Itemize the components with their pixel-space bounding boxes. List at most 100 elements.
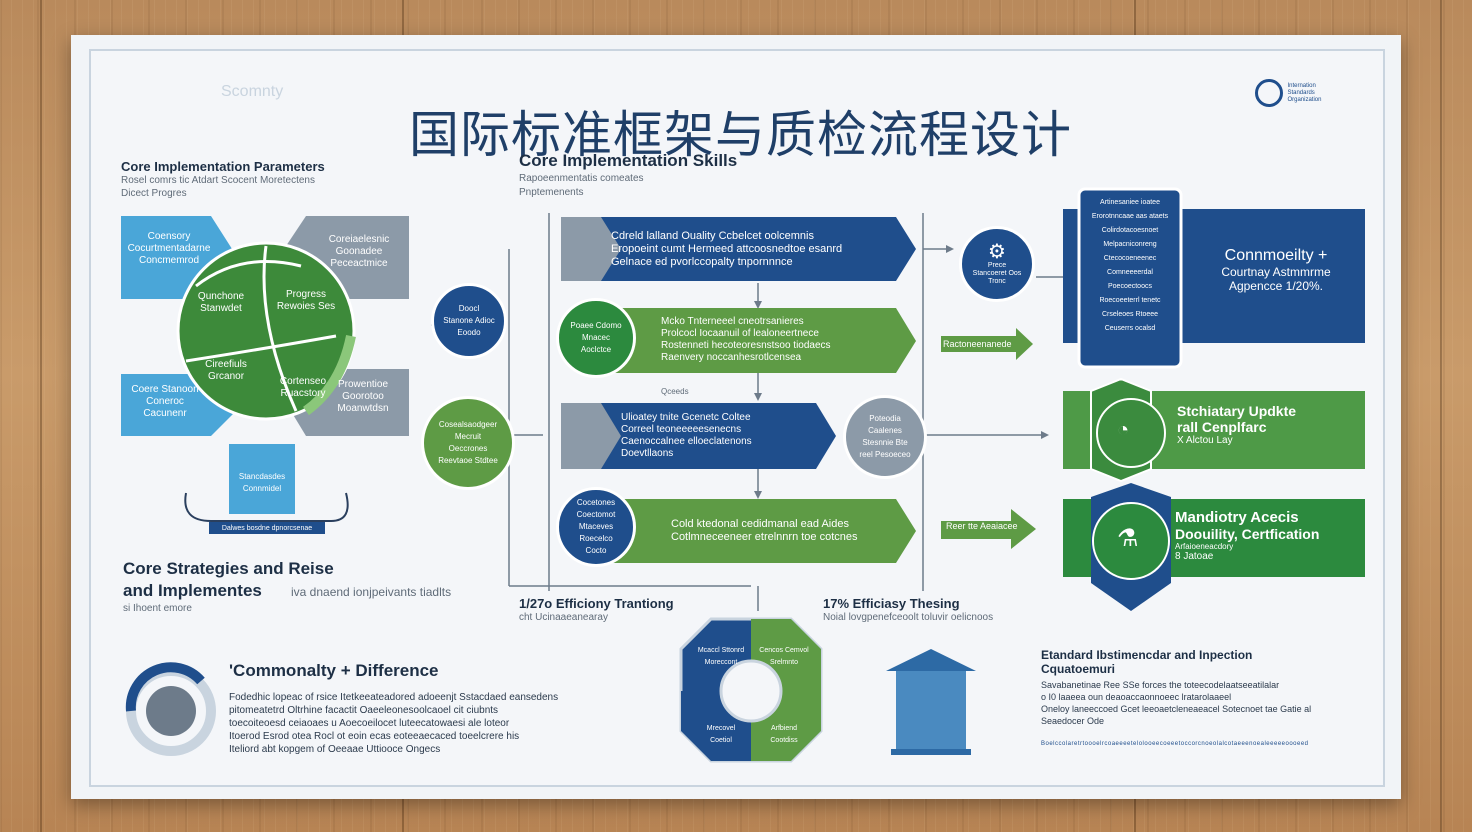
- hex-label-top-right: Coreiaelesnic Goonadee Peceactmice: [328, 234, 390, 269]
- efficiency-right: 17% Efficiasy Thesing: [823, 596, 960, 611]
- checklist-line: Roecoeeterrl tenetc: [1099, 297, 1161, 304]
- strategy-heading-2: and Implementes: [123, 581, 262, 600]
- org-logo: Internation Standards Organization: [1255, 79, 1321, 107]
- center-sub-1: Rapoeenmentatis comeates: [519, 173, 644, 184]
- gear-icon: ⚙: [988, 241, 1006, 263]
- body-line: pitomeatetrd Oltrhine facactit Oaeeleone…: [229, 705, 499, 716]
- tank-base-label: Dalwes bosdne dpnorcsenae: [221, 525, 313, 532]
- step-circle-label: Cosealsaodgeer Mecruit Oeccrones Reevtao…: [438, 420, 498, 465]
- body-line: Itoerod Esrod otea Rocl ot eoin ecas eot…: [229, 731, 520, 742]
- left-sub-1: Rosel comrs tic Atdart Scocent Moretecte…: [121, 175, 315, 186]
- body-line: Iteliord abt kopgem of Oeeaae Uttiooce O…: [229, 744, 441, 755]
- checklist-line: Artinesaniee ioatee: [1100, 199, 1160, 206]
- poster-frame: 国际标准框架与质检流程设计 Scomnty Internation Standa…: [89, 49, 1385, 787]
- page-title: 国际标准框架与质检流程设计: [409, 106, 1072, 164]
- cert-line-4: 8 Jatoae: [1175, 551, 1214, 562]
- checklist-line: Colirdotacoesnoet: [1101, 227, 1159, 234]
- octagon-label: Cencos Cemvol Srelmnto: [759, 647, 809, 666]
- body-line: Fodedhic lopeac of rsice Itetkeeateadore…: [229, 692, 559, 703]
- standard-footer: Boelccolaretrtoooelrcoaeeeetelolooeecoee…: [1041, 741, 1309, 747]
- logo-line: Organization: [1287, 96, 1322, 103]
- wheel-label: Progress Rewoies Ses: [276, 289, 336, 312]
- hex-label-bottom-left: Coere Stanoon Coneroc Cacunenr: [131, 384, 199, 419]
- wheel-label: Qunchone Stanwdet: [197, 291, 245, 314]
- left-sub-2: Dicect Progres: [121, 188, 187, 199]
- step-label-a: Qceeds: [661, 387, 689, 396]
- band-row-1: [561, 217, 916, 281]
- step-circle-1[interactable]: Doocl Stanone Adioc Eoodo: [431, 283, 507, 359]
- tank-icon: [229, 444, 295, 514]
- commonality-heading: 'Commonalty + Difference: [229, 661, 439, 680]
- strategy-heading: Core Strategies and Reise: [123, 559, 334, 578]
- commonality-line-2: Courtnay Astmmrme: [1221, 265, 1331, 279]
- process-wheel: [176, 241, 356, 421]
- band-row-3: [561, 403, 836, 469]
- row4-circle[interactable]: Cocetones Coectomot Mtaceves Roecelco Co…: [556, 487, 636, 567]
- cert-line-3: Arfaioeneacdory: [1175, 542, 1234, 551]
- step-circle-2[interactable]: Cosealsaodgeer Mecruit Oeccrones Reevtao…: [421, 396, 515, 490]
- certification-text: Mandiotry Acecis Doouility, Certfication…: [1175, 509, 1319, 562]
- octagon-label: Mcaccl Sttonrd Moreccont: [697, 647, 745, 666]
- row2-circle[interactable]: Poaee Cdomo Mnacec Aoclctce: [556, 298, 636, 378]
- cert-line-2: Doouility, Certfication: [1175, 526, 1320, 542]
- band-row-4: [591, 499, 916, 563]
- center-sub-2: Pnptemenents: [519, 187, 584, 198]
- checklist-line: Poecoectoocs: [1108, 283, 1152, 290]
- wheel-label: Cireefiuls Grcanor: [205, 359, 247, 382]
- checklist-line: Crseleoes Rtoeee: [1101, 311, 1159, 318]
- checklist-line: Ctecocoeneenec: [1103, 255, 1157, 262]
- green-arrow-2-label: Reer tte Aeaiacee: [946, 521, 1018, 531]
- commonality-body: Fodedhic lopeac of rsice Itetkeeateadore…: [229, 691, 558, 756]
- strategy-sub: iva dnaend ionjpeivants tiadlts: [291, 585, 452, 599]
- row1-text: Cdreld lalland Ouality Ccbelcet oolcemni…: [611, 229, 843, 268]
- step-circle-label: Cocetones Coectomot Mtaceves Roecelco Co…: [576, 498, 616, 555]
- step-circle-label: Doocl Stanone Adioc Eoodo: [443, 304, 495, 337]
- cert-line-1: Mandiotry Acecis: [1175, 509, 1299, 526]
- building-icon: [896, 671, 966, 749]
- poster-board: 国际标准框架与质检流程设计 Scomnty Internation Standa…: [71, 35, 1401, 799]
- band-row-2: [591, 308, 916, 373]
- green-arrow-label: Ractoneenanede: [943, 339, 1012, 349]
- center-heading: Core Implementation Skills: [519, 151, 738, 170]
- commonality-text: Connmoeilty + Courtnay Astmmrme Agpencce…: [1191, 247, 1361, 293]
- commonality-line-3: Agpencce 1/20%.: [1228, 279, 1324, 293]
- update-line-3: X Alctou Lay: [1177, 435, 1233, 446]
- certificate-icon: ⚗: [1117, 525, 1139, 552]
- green-arrow-1: [941, 328, 1033, 360]
- standard-heading-2: Cquatoemuri: [1041, 662, 1116, 676]
- step-circle-label: Poteodia Caalenes Stesnnie Bte reel Peso…: [859, 414, 911, 459]
- row4-text: Cold ktedonal cedidmanal ead Aides Cotlm…: [671, 518, 858, 543]
- green-arrow-2: [941, 509, 1036, 549]
- strategy-sub-2: si Ihoent emore: [123, 603, 192, 614]
- update-line-2: rall Cenplfarc: [1177, 419, 1267, 435]
- header-blur-text: Scomnty: [221, 83, 284, 100]
- step-circle-label: Poaee Cdomo Mnacec Aoclctce: [570, 321, 622, 354]
- update-text: Stchiatary Updkte rall Cenplfarc X Alcto…: [1177, 403, 1296, 446]
- octagon-label: Mrecovel Coetiol: [706, 725, 736, 744]
- standard-line: o I0 laaeea oun deaoaccaonnoeec lratarol…: [1041, 692, 1232, 702]
- checklist-line: Ceuserrs ocalsd: [1104, 325, 1156, 332]
- clock-icon: ◔: [1117, 419, 1130, 441]
- checklist-line: Melpacniconreng: [1103, 241, 1157, 248]
- row3-text: Ulioatey tnite Gcenetc Coltee Correel te…: [621, 412, 752, 459]
- update-line-1: Stchiatary Updkte: [1177, 403, 1297, 419]
- logo-line: Standards: [1287, 89, 1315, 96]
- row2-text: Mcko Tnterneeel cneotrsanieres Prolcocl …: [661, 316, 831, 363]
- standard-body: Savabanetinae Ree SSe forces the toteeco…: [1041, 679, 1311, 727]
- tank-label: Stancdasdes Connmidel: [238, 472, 286, 493]
- checklist-line: Erorotnncaae aas ataets: [1091, 213, 1169, 220]
- standard-line: Savabanetinae Ree SSe forces the toteeco…: [1041, 680, 1280, 690]
- standard-heading: Etandard Ibstimencdar and Inpection: [1041, 648, 1253, 662]
- wheel-label: Cortenseo Ruacstory: [279, 376, 327, 399]
- gear-circle[interactable]: ⚙ Prece Stancoeret Oos Tronc: [959, 226, 1035, 302]
- octagon-label: Arfbiend Cootdiss: [770, 725, 798, 744]
- commonality-line-1: Connmoeilty +: [1224, 247, 1328, 264]
- gear-label: Prece Stancoeret Oos Tronc: [972, 262, 1022, 285]
- efficiency-right-sub: Noial lovgpenefceoolt toluvir oelicnoos: [823, 612, 994, 623]
- checklist-lines: Artinesaniee ioatee Erorotnncaae aas ata…: [1083, 196, 1177, 336]
- logo-line: Internation: [1287, 82, 1316, 89]
- row3-right-circle[interactable]: Poteodia Caalenes Stesnnie Bte reel Peso…: [843, 395, 927, 479]
- standard-line: Seaedocer Ode: [1041, 716, 1105, 726]
- checklist-line: Comneeeerdal: [1107, 269, 1153, 276]
- standard-line: Oneloy laneeccoed Gcet leeoaetcleneaeace…: [1041, 704, 1312, 714]
